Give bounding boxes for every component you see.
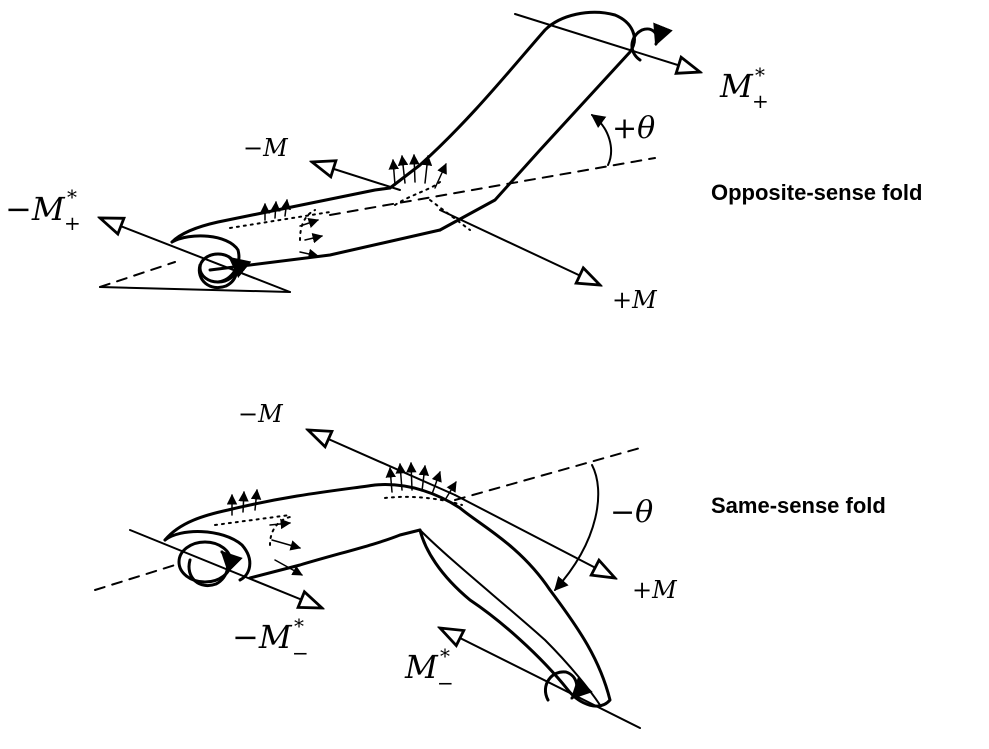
top-plus-m-label: +M: [612, 286, 658, 314]
bottom-theta-label: −θ: [610, 495, 653, 530]
svg-text:*: *: [67, 185, 77, 209]
bottom-left-end-curl: [163, 530, 252, 582]
top-minus-m-label: −M: [243, 134, 289, 162]
svg-text:−: −: [437, 671, 454, 695]
svg-text:*: *: [294, 614, 304, 638]
top-left-moment-arrow: [197, 256, 252, 289]
svg-text:−M: −M: [232, 618, 293, 656]
top-minus-m-plus-star-label: −M * +: [5, 185, 81, 235]
top-caption: Opposite-sense fold: [711, 180, 922, 205]
top-crease-dots: [229, 181, 471, 241]
bottom-minus-m-axis: [308, 430, 456, 496]
top-left-strip: [170, 186, 442, 272]
bottom-hinge-axis: [94, 447, 641, 591]
top-stress-arrows-fold: [388, 153, 447, 189]
bottom-stress-arrows-left: [226, 488, 303, 576]
svg-text:+: +: [752, 89, 769, 113]
top-m-plus-star-label: M * +: [719, 63, 769, 113]
svg-text:M: M: [719, 67, 754, 105]
bottom-plus-m-axis: [454, 494, 615, 578]
svg-text:*: *: [755, 63, 765, 87]
bottom-plus-m-label: +M: [632, 576, 678, 604]
top-theta-label: +θ: [612, 111, 655, 146]
bottom-caption: Same-sense fold: [711, 493, 886, 518]
top-fold-line: [99, 286, 291, 293]
top-minus-mstar-axis: [100, 218, 291, 293]
svg-text:M: M: [404, 648, 439, 686]
bottom-minus-m-minus-star-label: −M * −: [232, 614, 309, 665]
bottom-left-strip: [163, 483, 462, 580]
top-fold-figure: −M +M +θ M * + −M * + Opposite-sense fol…: [5, 10, 922, 314]
top-plus-m-axis: [439, 209, 600, 285]
top-right-moment-arrow: [630, 22, 673, 62]
top-mstar-axis: [514, 13, 700, 72]
svg-text:+: +: [64, 211, 81, 235]
top-stress-arrows-left: [259, 198, 324, 260]
top-minus-m-axis: [312, 162, 401, 191]
bottom-fold-figure: −M +M −θ −M * − M * − Same-sense fold: [94, 400, 886, 729]
svg-text:−: −: [292, 641, 309, 665]
bottom-mstar-axis: [440, 628, 641, 729]
svg-text:*: *: [440, 644, 450, 668]
bottom-left-moment-arrow: [187, 550, 243, 587]
top-hinge-axis: [99, 157, 656, 288]
bottom-stress-arrows-fold: [385, 461, 457, 501]
svg-text:−M: −M: [5, 190, 66, 228]
top-theta-arc: [590, 114, 612, 166]
bottom-minus-m-label: −M: [238, 400, 284, 428]
bottom-m-minus-star-label: M * −: [404, 644, 454, 695]
bottom-right-moment-arrow: [543, 670, 593, 702]
bottom-crease-dots: [214, 495, 463, 546]
bottom-theta-arc: [554, 464, 600, 592]
